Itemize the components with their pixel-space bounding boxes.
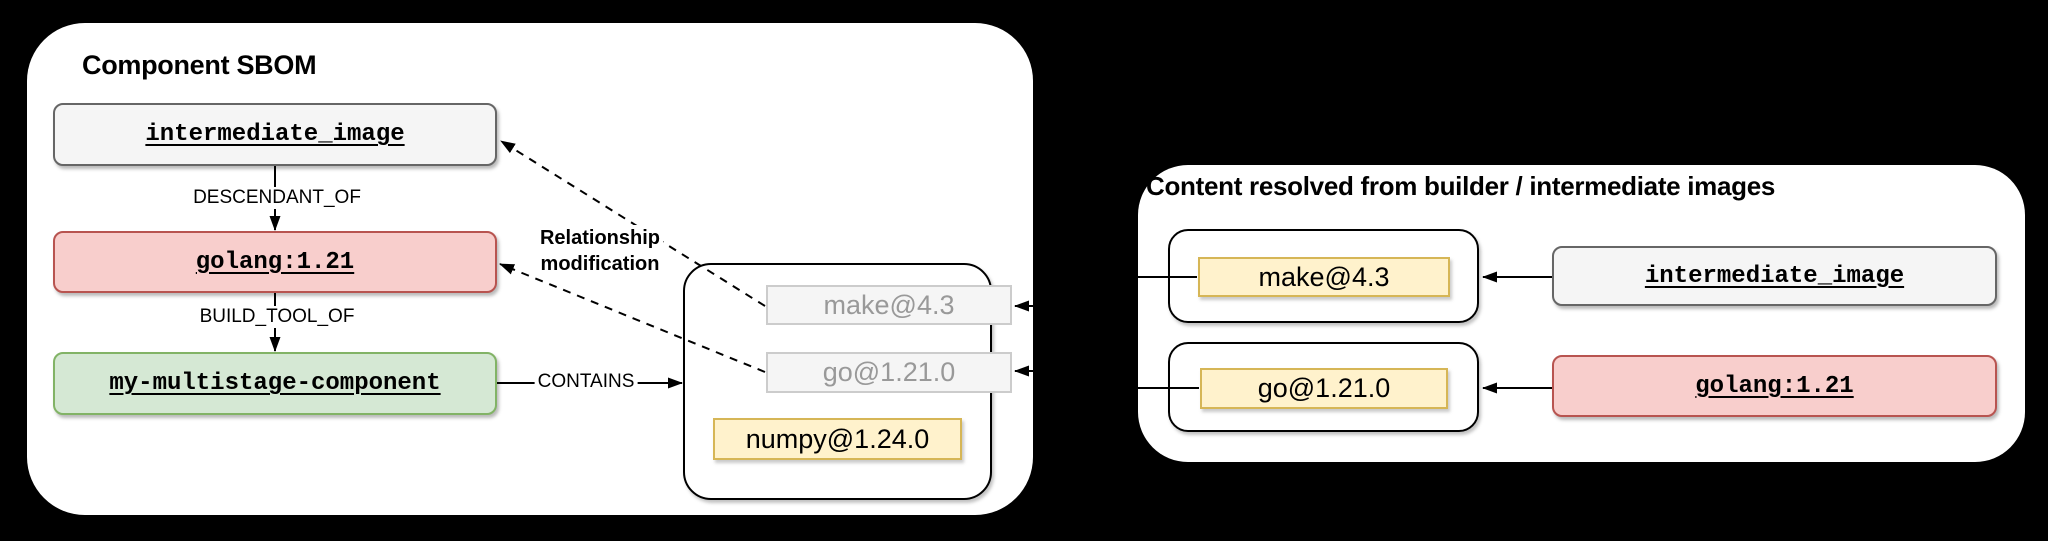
pkg-make-muted: make@4.3: [766, 285, 1012, 325]
node-intermediate-image-label: intermediate_image: [145, 121, 405, 148]
node-intermediate-image-source: intermediate_image: [1552, 246, 1997, 306]
relationship-modification-line1: Relationship: [539, 227, 661, 249]
node-golang-label: golang:1.21: [195, 248, 355, 276]
node-my-multistage-component-label: my-multistage-component: [109, 370, 441, 397]
node-my-multistage-component: my-multistage-component: [53, 352, 497, 415]
node-golang: golang:1.21: [53, 231, 497, 293]
pkg-numpy: numpy@1.24.0: [713, 418, 962, 460]
edge-label-build-tool-of: BUILD_TOOL_OF: [196, 306, 358, 328]
left-panel-title: Component SBOM: [82, 50, 317, 80]
pkg-go-muted: go@1.21.0: [766, 352, 1012, 393]
edge-label-contains: CONTAINS: [534, 371, 638, 393]
node-intermediate-image-source-label: intermediate_image: [1644, 262, 1905, 290]
edge-label-relationship-modification: Relationship modification: [536, 225, 664, 277]
edge-label-descendant-of: DESCENDANT_OF: [190, 187, 364, 209]
right-panel-title: Content resolved from builder / intermed…: [1146, 171, 1776, 201]
relationship-modification-line2: modification: [540, 253, 660, 275]
node-golang-source-label: golang:1.21: [1695, 372, 1854, 400]
pkg-go-resolved: go@1.21.0: [1200, 368, 1448, 409]
node-golang-source: golang:1.21: [1552, 355, 1997, 417]
pkg-make-resolved: make@4.3: [1198, 257, 1450, 297]
node-intermediate-image: intermediate_image: [53, 103, 497, 166]
